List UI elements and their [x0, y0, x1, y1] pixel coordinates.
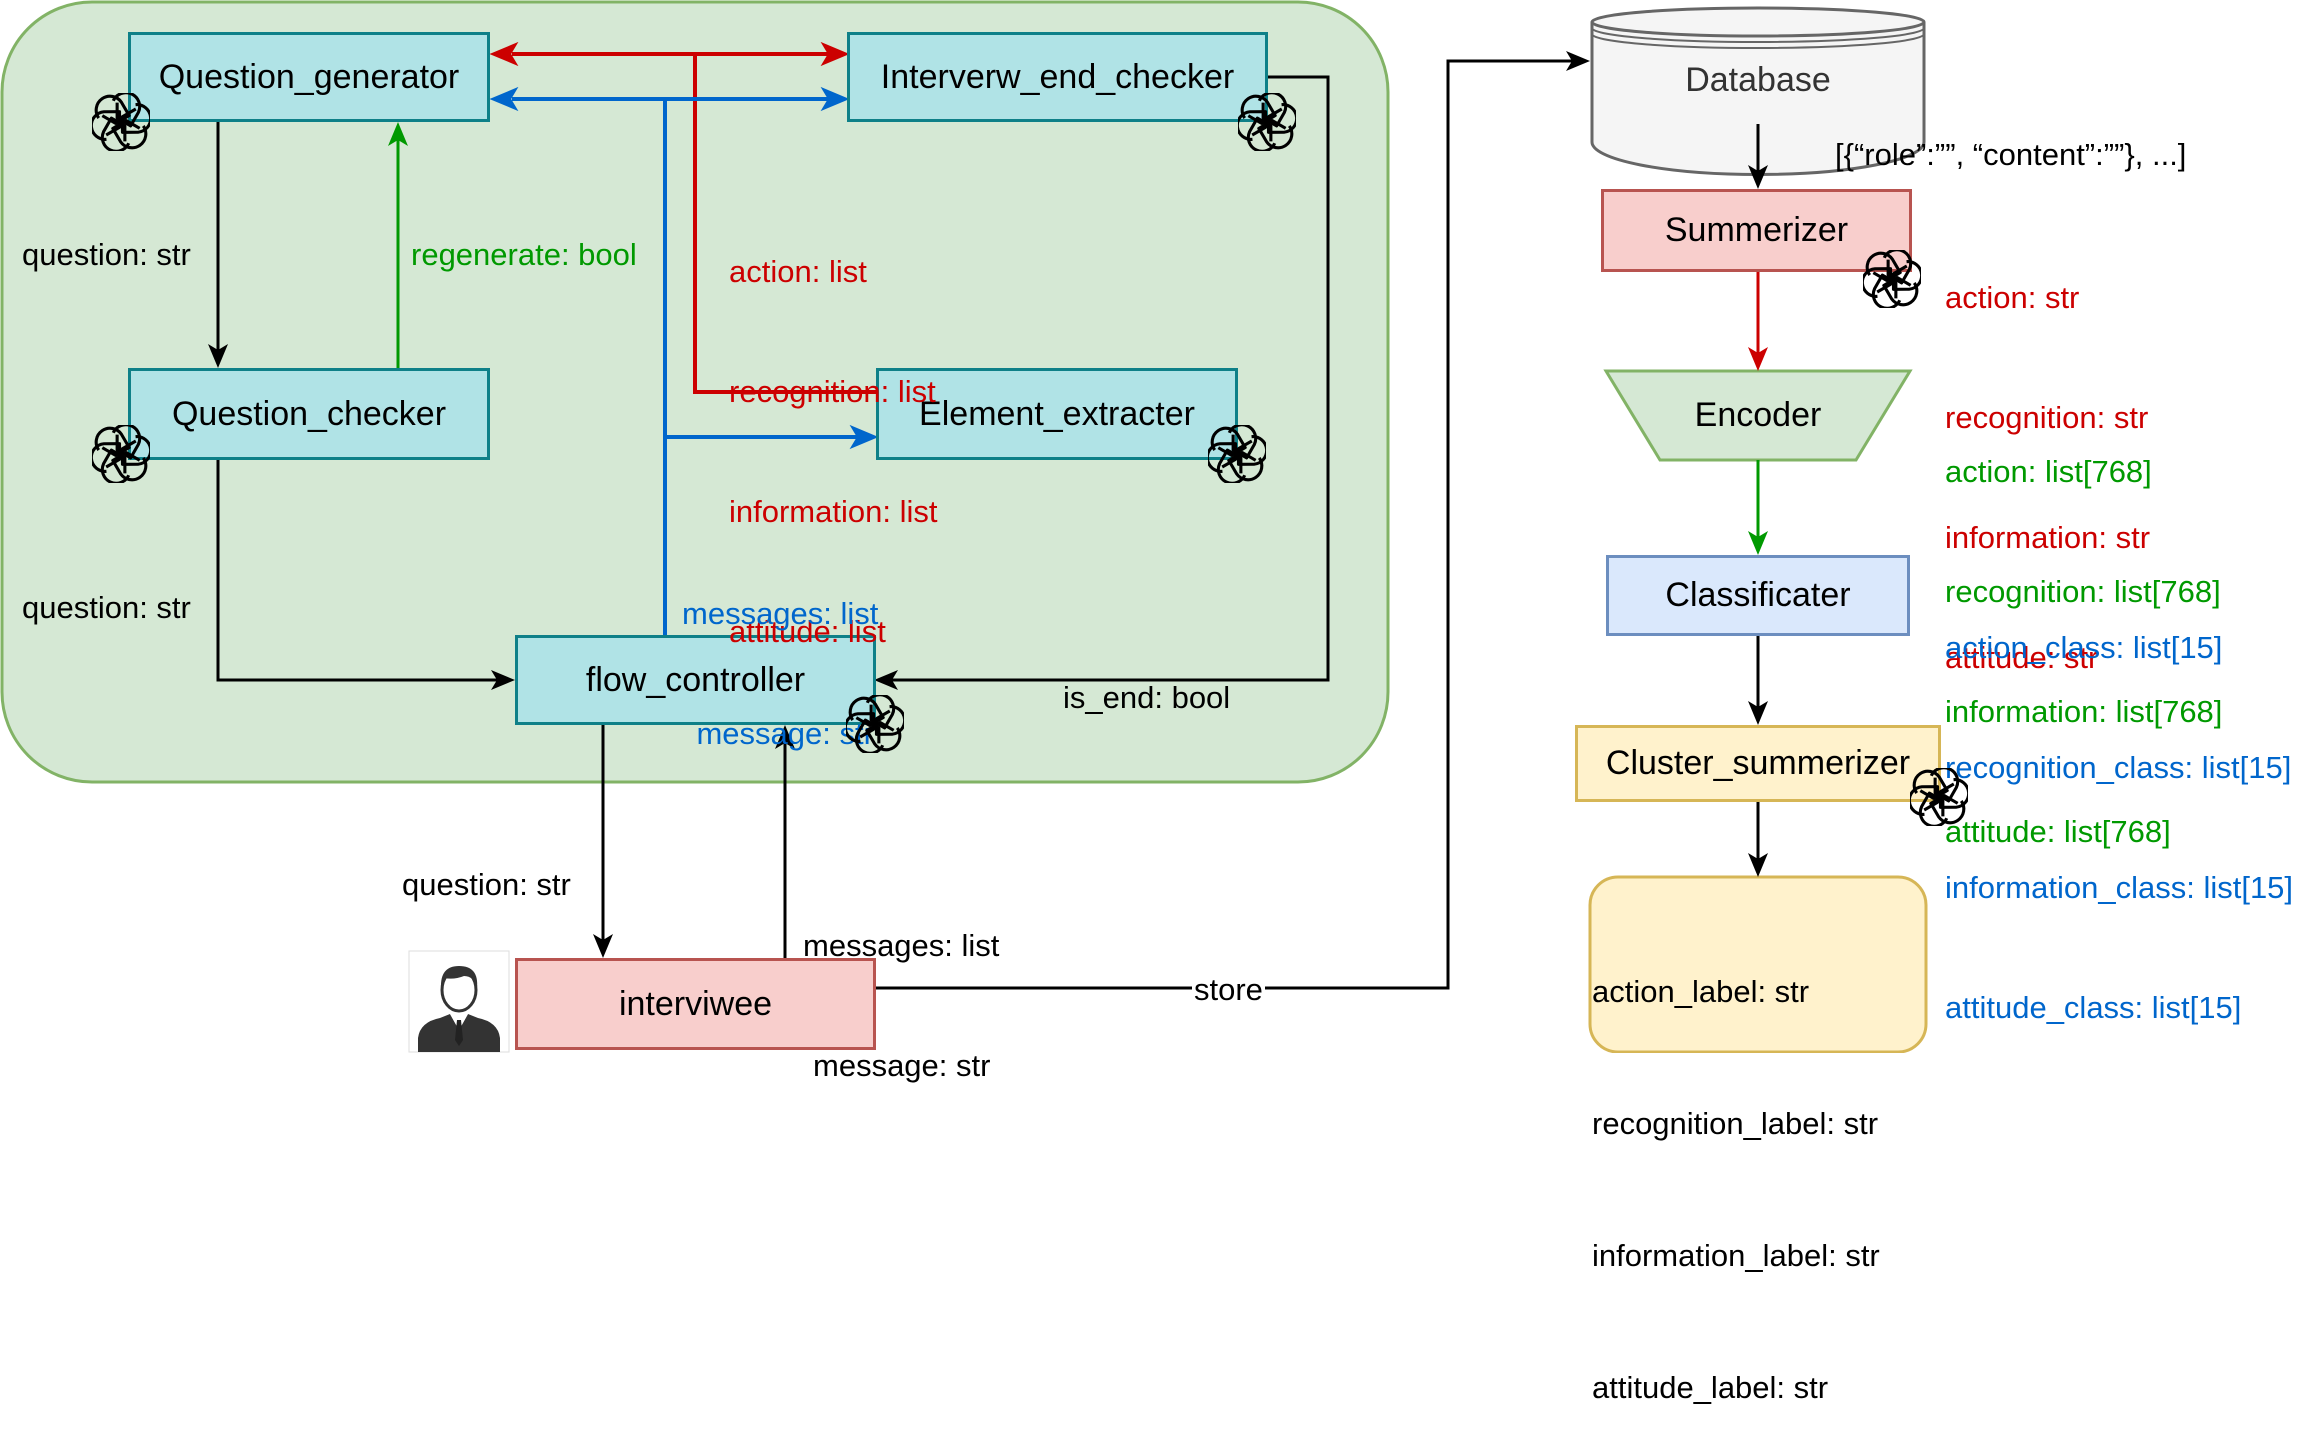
flow-controller-label: flow_controller	[585, 660, 806, 699]
arrowhead-controller-bottom	[775, 725, 795, 749]
arrowhead-checker	[208, 344, 228, 368]
classificater-node: Classificater	[1606, 555, 1910, 636]
question-checker-label: Question_checker	[171, 394, 447, 433]
label-summary-action: action: str	[1945, 280, 2080, 315]
encoder-label: Encoder	[1694, 396, 1822, 434]
question-checker-node: Question_checker	[128, 368, 490, 460]
arrowhead-controller-right	[874, 670, 898, 690]
openai-logo-icon	[1910, 768, 1968, 826]
red-arrowhead-right	[820, 41, 850, 67]
arrowhead-cluster	[1748, 701, 1768, 725]
label-question-str-1: question: str	[22, 237, 191, 272]
label-class-action: action_class: list[15]	[1945, 630, 2223, 665]
label-summary-information: information: str	[1945, 520, 2151, 555]
label-extracted-information: information: list	[729, 494, 938, 529]
flow-controller-node: flow_controller	[515, 635, 876, 725]
user-avatar-icon	[408, 950, 510, 1053]
cluster-summerizer-label: Cluster_summerizer	[1605, 744, 1911, 782]
label-interviewee-message-str: message: str	[813, 1048, 991, 1083]
blue-arrowhead-extracter	[849, 424, 879, 450]
blue-arrowhead-right	[820, 86, 850, 112]
label-interviewee-messages: messages: list message: str	[803, 846, 999, 1126]
label-controller-messages-list: messages: list	[682, 596, 879, 631]
output-label-action: action_label: str	[1592, 974, 1810, 1009]
label-class-recognition: recognition_class: list[15]	[1945, 750, 2292, 785]
arrowhead-encoder	[1748, 347, 1768, 371]
interviwee-label: interviwee	[618, 984, 773, 1023]
label-interviewee-messages-list: messages: list	[803, 928, 1000, 963]
element-extracter-label: Element_extracter	[919, 394, 1195, 433]
label-class-attitude: attitude_class: list[15]	[1945, 990, 2242, 1025]
interview-end-checker-label: Interverw_end_checker	[880, 57, 1235, 96]
arrowhead-interviwee	[593, 934, 613, 958]
classificater-label: Classificater	[1665, 576, 1851, 614]
label-encoded-recognition: recognition: list[768]	[1945, 574, 2221, 609]
output-labels: action_label: str recognition_label: str…	[1592, 882, 1880, 1454]
label-encoded-attitude: attitude: list[768]	[1945, 814, 2171, 849]
arrow-checker-to-controller	[216, 460, 497, 682]
question-generator-label: Question_generator	[158, 57, 460, 96]
database-label: Database	[1685, 60, 1831, 99]
red-arrowhead-left	[489, 41, 519, 67]
arrowhead-output	[1748, 853, 1768, 877]
red-link-extracter	[693, 54, 876, 394]
label-regenerate: regenerate: bool	[411, 237, 637, 272]
arrowhead-database	[1566, 51, 1590, 71]
label-encoded-information: information: list[768]	[1945, 694, 2223, 729]
question-generator-node: Question_generator	[128, 32, 490, 122]
openai-logo-icon	[92, 425, 150, 483]
openai-logo-icon	[1238, 93, 1296, 151]
label-extracted-action: action: list	[729, 254, 867, 289]
interviwee-node: interviwee	[515, 958, 876, 1050]
interview-end-checker-node: Interverw_end_checker	[847, 32, 1268, 122]
label-class-fields: action_class: list[15] recognition_class…	[1945, 548, 2293, 1068]
label-db-format: [{“role”:””, “content”:””}, ...]	[1835, 137, 2187, 172]
label-summary-fields: action: str recognition: str information…	[1945, 198, 2150, 718]
output-label-information: information_label: str	[1592, 1238, 1880, 1273]
label-question-str-3: question: str	[402, 867, 571, 902]
database-label-box: Database	[1592, 50, 1924, 110]
openai-logo-icon	[1208, 425, 1266, 483]
label-encoded-action: action: list[768]	[1945, 454, 2152, 489]
blue-arrowhead-left	[489, 86, 519, 112]
arrow-endchecker-to-controller	[892, 75, 1330, 682]
encoder-shape	[1603, 369, 1913, 462]
arrowhead-generator	[388, 122, 408, 146]
summerizer-label: Summerizer	[1664, 211, 1849, 249]
output-label-recognition: recognition_label: str	[1592, 1106, 1879, 1141]
label-summary-recognition: recognition: str	[1945, 400, 2149, 435]
label-summary-attitude: attitude: str	[1945, 640, 2099, 675]
summerizer-node: Summerizer	[1601, 189, 1912, 272]
element-extracter-node: Element_extracter	[876, 368, 1238, 460]
arrowhead-classificater	[1748, 531, 1768, 555]
arrowhead-controller-left	[491, 670, 515, 690]
label-extracted-elements: action: list recognition: list informati…	[729, 172, 937, 692]
arrowhead-summerizer	[1748, 165, 1768, 189]
label-store: store	[1192, 970, 1265, 1010]
openai-logo-icon	[846, 695, 904, 753]
label-extracted-recognition: recognition: list	[729, 374, 936, 409]
label-question-str-2: question: str	[22, 590, 191, 625]
output-label-attitude: attitude_label: str	[1592, 1370, 1829, 1405]
openai-logo-icon	[1863, 250, 1921, 308]
encoder-node: Encoder	[1606, 371, 1910, 460]
label-is-end: is_end: bool	[1063, 680, 1231, 715]
cluster-summerizer-node: Cluster_summerizer	[1575, 725, 1941, 802]
label-extracted-attitude: attitude: list	[729, 614, 886, 649]
arrow-store	[876, 59, 1572, 990]
label-encoded-fields: action: list[768] recognition: list[768]…	[1945, 372, 2222, 892]
openai-logo-icon	[92, 93, 150, 151]
label-class-information: information_class: list[15]	[1945, 870, 2294, 905]
diagram-canvas	[0, 0, 1928, 1053]
